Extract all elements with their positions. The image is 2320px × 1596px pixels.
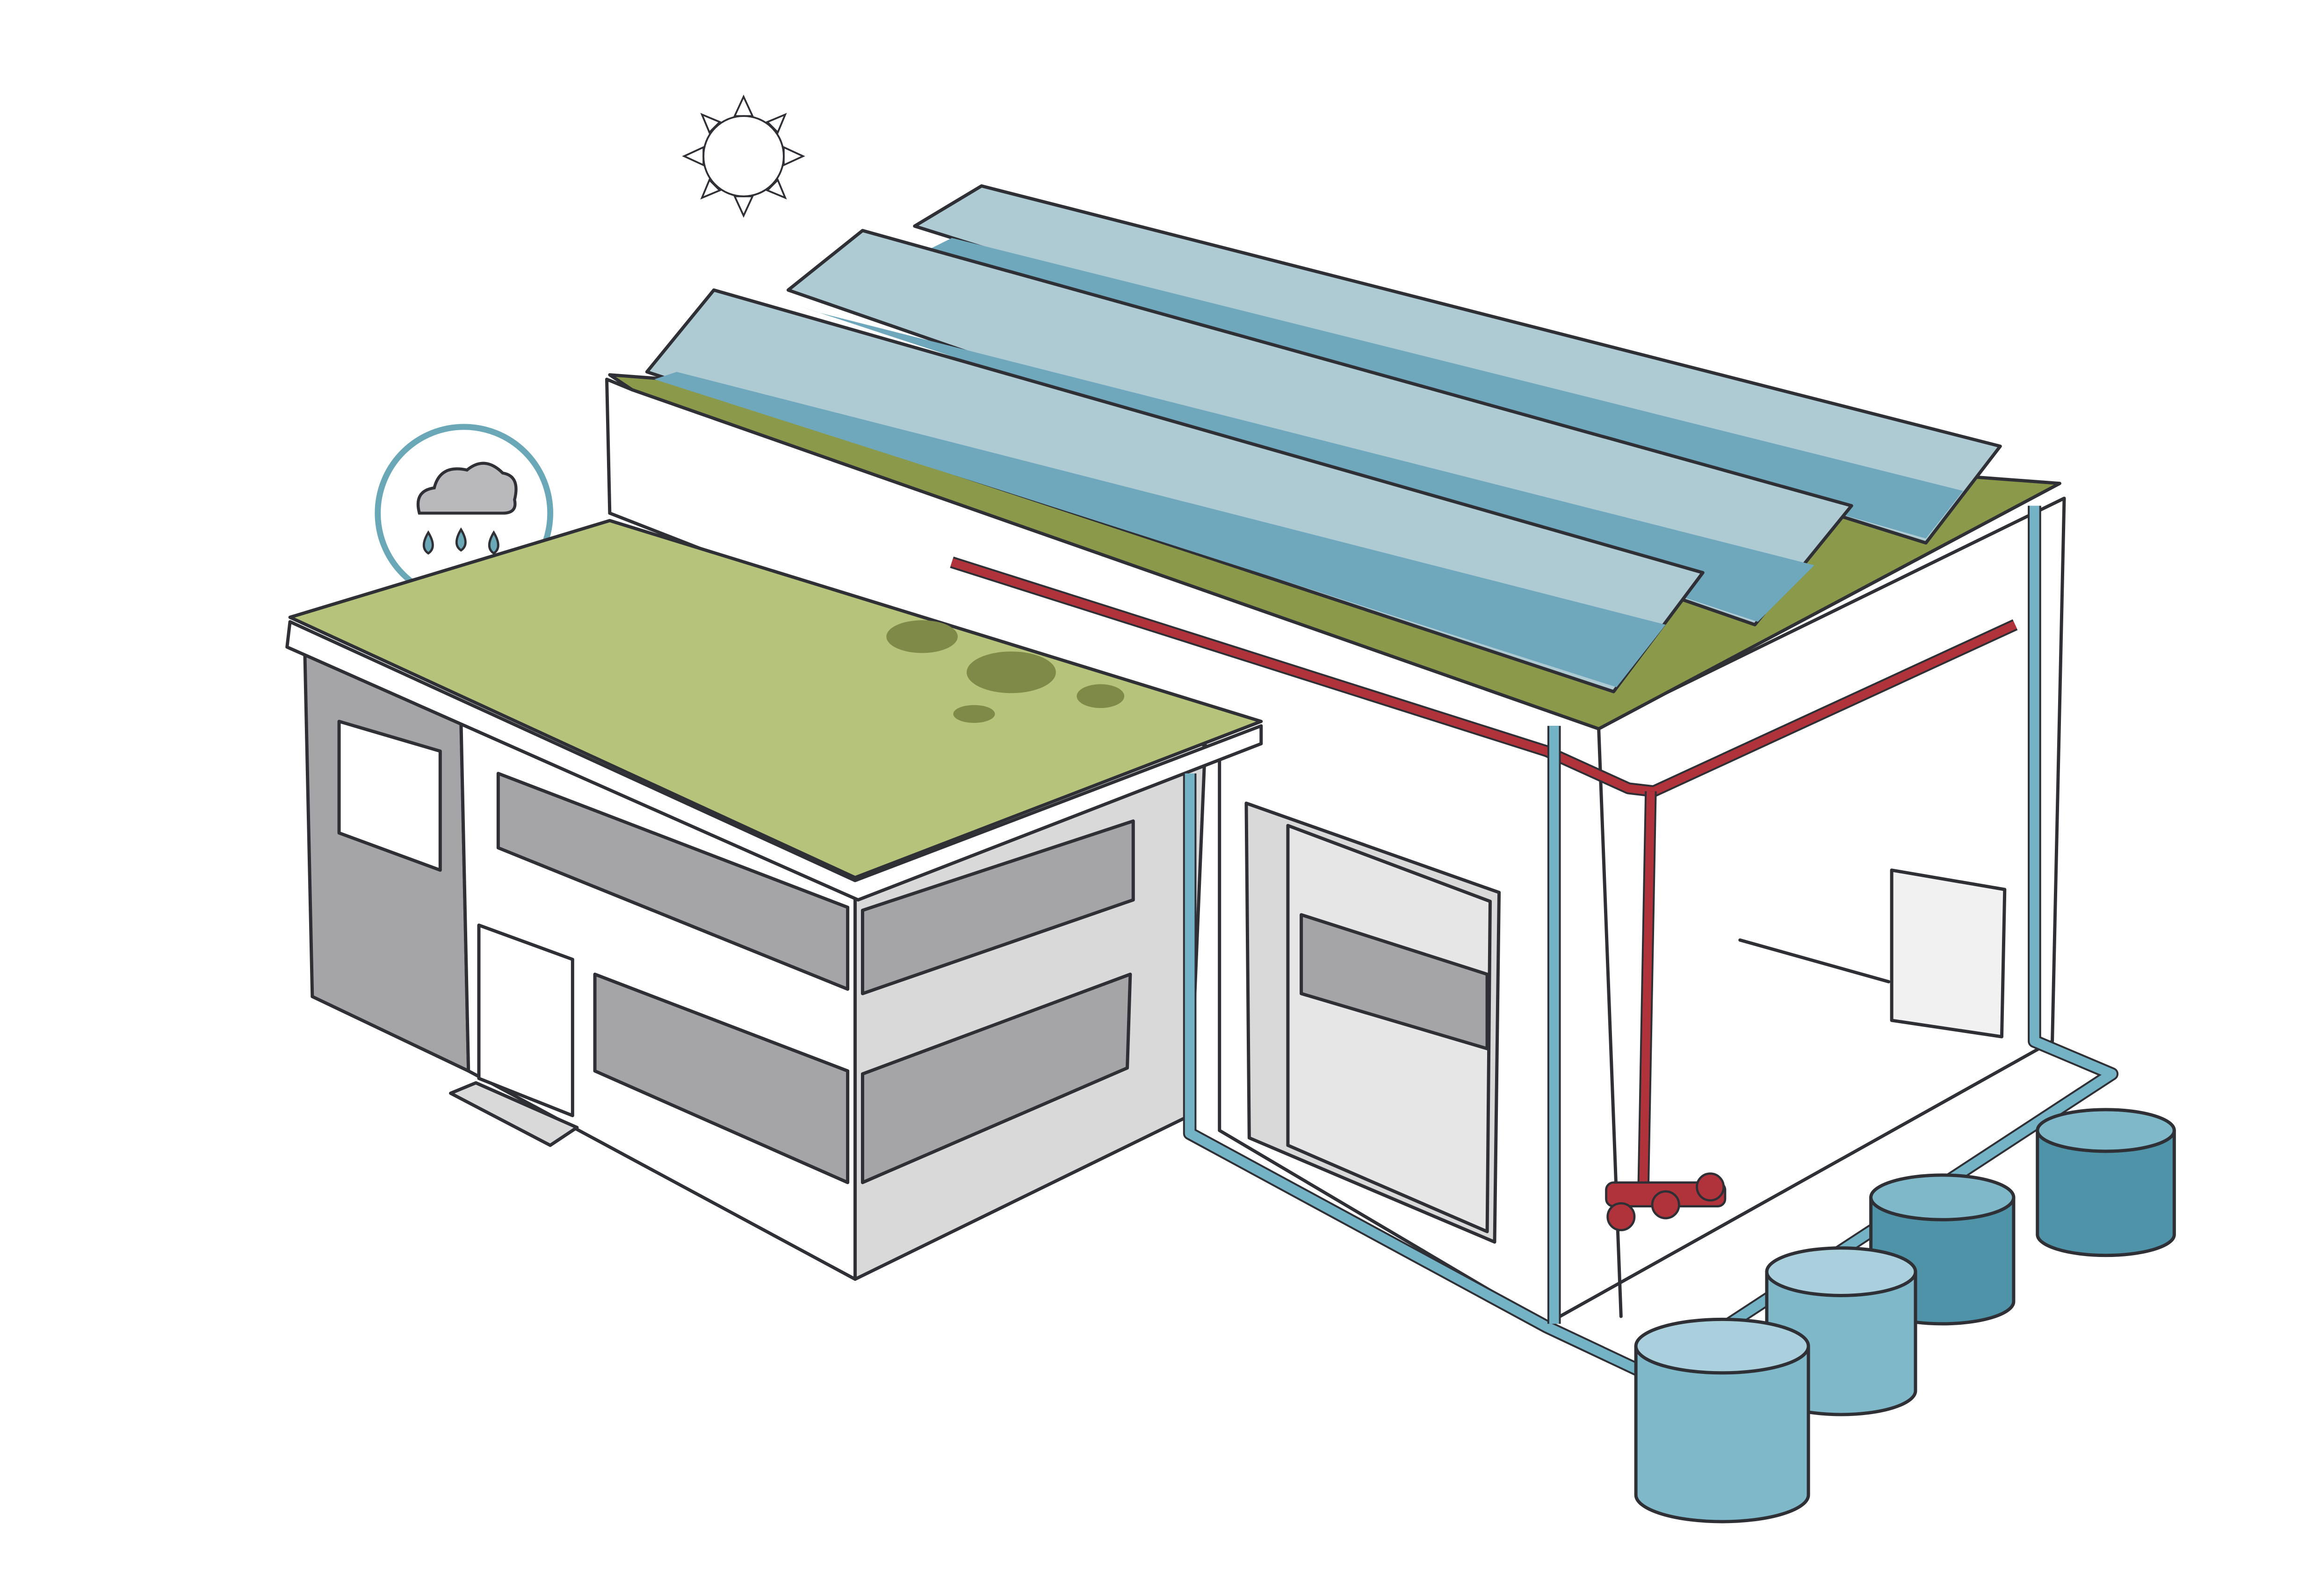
solar-panels (645, 184, 2002, 693)
office-roof (288, 519, 1263, 880)
office-building (285, 519, 1263, 1281)
office-step (449, 1081, 579, 1147)
office-window-band (860, 972, 1132, 1184)
office-window-band (860, 819, 1135, 996)
roof-moss (953, 705, 995, 723)
office-window-band (593, 972, 850, 1184)
office-roof-edge (285, 620, 1263, 902)
roof-moss (1077, 684, 1125, 708)
control-box (1890, 868, 2007, 1039)
office-door (477, 923, 574, 1118)
roof-moss (886, 620, 958, 653)
sun-icon (682, 94, 805, 218)
office-window (337, 720, 442, 872)
garage-window (1300, 913, 1489, 1050)
water-tank (1765, 1246, 1917, 1416)
water-tanks (1634, 1108, 2176, 1524)
water-tank (1634, 1317, 1810, 1524)
office-window-band (496, 772, 850, 991)
fire-pump (1605, 1172, 1727, 1231)
solar-panel-row-shade (654, 372, 1666, 687)
fire-pipe (950, 556, 2018, 1231)
roof-moss (967, 651, 1056, 693)
water-tank (2036, 1108, 2176, 1257)
